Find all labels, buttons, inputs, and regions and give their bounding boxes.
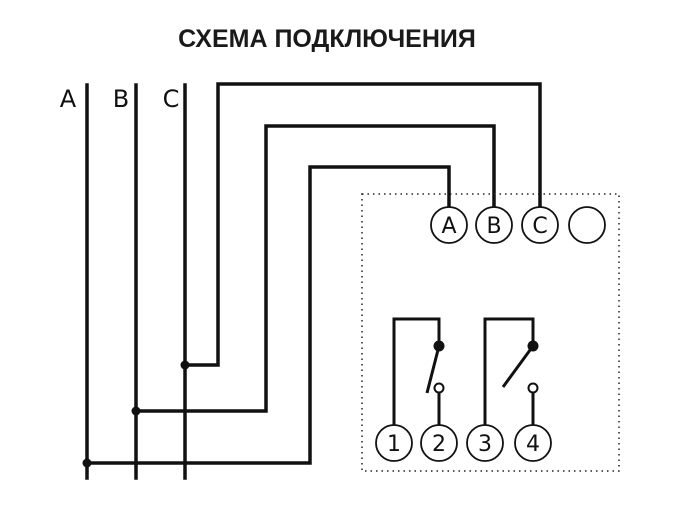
terminal-1-label: 1 <box>387 432 401 457</box>
contact-2-blade <box>501 345 535 388</box>
bus-label-a: A <box>60 85 77 113</box>
terminal-a-label: A <box>441 214 456 239</box>
terminal-3 <box>466 424 504 462</box>
terminal-3-label: 3 <box>478 432 492 457</box>
terminal-b-label: B <box>486 214 501 239</box>
terminal-empty <box>568 206 606 244</box>
bus-label-b: B <box>113 85 129 113</box>
wire-phase-c <box>183 82 542 367</box>
terminal-1 <box>375 424 413 462</box>
device-enclosure <box>361 193 620 472</box>
contact-1-open-point <box>433 382 445 394</box>
terminal-4-label: 4 <box>526 432 540 457</box>
terminal-2 <box>420 424 458 462</box>
terminal-c <box>521 206 559 244</box>
junction-dot-c <box>180 360 190 370</box>
terminal-2-label: 2 <box>432 432 446 457</box>
junction-dot-a <box>82 458 92 468</box>
contact-1-wire <box>392 317 441 426</box>
diagram-title: СХЕМА ПОДКЛЮЧЕНИЯ <box>178 25 476 53</box>
contact-2-open-point <box>527 382 539 394</box>
junction-dot-b <box>131 406 141 416</box>
wire-phase-b <box>134 124 496 413</box>
terminal-c-label: C <box>532 214 547 239</box>
bus-label-c: C <box>163 85 180 113</box>
terminal-a <box>430 206 468 244</box>
contact-2-wire <box>483 317 535 426</box>
wire-phase-a <box>85 165 451 465</box>
contact-1-blade <box>425 345 441 394</box>
terminal-4 <box>514 424 552 462</box>
terminal-b <box>475 206 513 244</box>
